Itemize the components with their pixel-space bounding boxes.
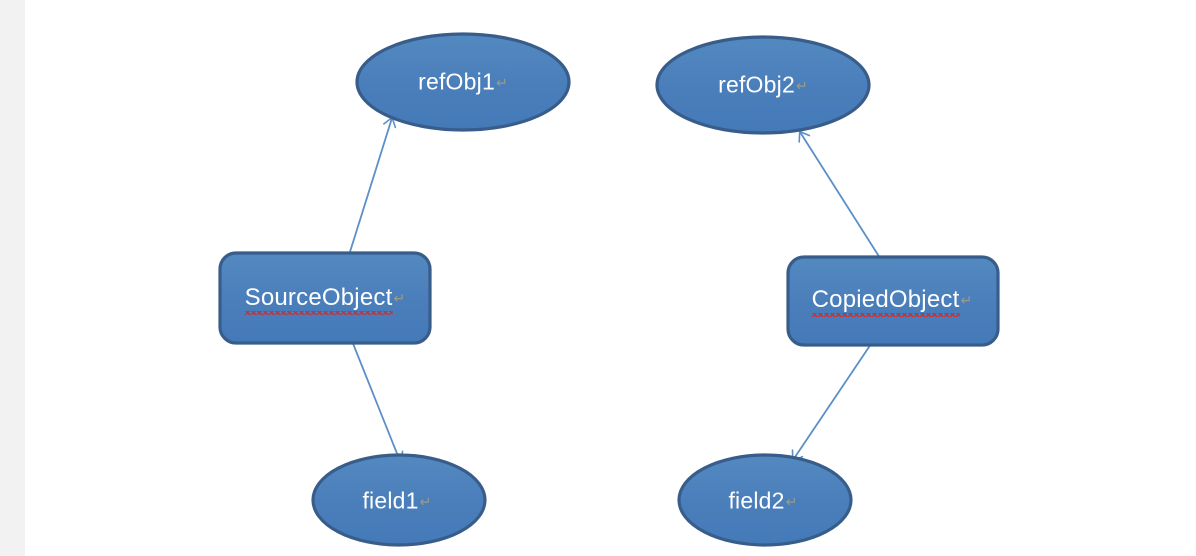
node-refobj2-shape[interactable]: [655, 35, 871, 135]
connector-copied-to-field2: [791, 343, 872, 462]
connector-copied-to-refobj2: [798, 130, 881, 259]
connector-source-to-field1: [351, 340, 404, 463]
node-copiedobject-shape[interactable]: [786, 255, 1000, 347]
left-gutter-strip: [0, 0, 25, 556]
node-sourceobject-shape[interactable]: [218, 251, 432, 345]
node-field1-shape[interactable]: [311, 453, 487, 547]
node-field2-shape[interactable]: [677, 453, 853, 547]
connector-layer: [348, 116, 881, 463]
connector-source-to-refobj1: [348, 116, 397, 256]
shape-layer: [218, 32, 1000, 547]
node-refobj1-shape[interactable]: [355, 32, 571, 132]
